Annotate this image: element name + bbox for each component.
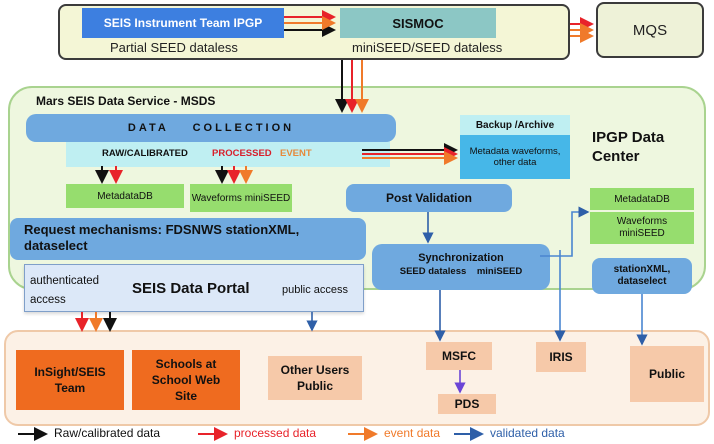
request-mechanisms-label: Request mechanisms: FDSNWS stationXML, d… bbox=[24, 222, 300, 253]
insight-seis-team-box: InSight/SEIS Team bbox=[16, 350, 124, 410]
waveforms-left-label: Waveforms miniSEED bbox=[191, 192, 291, 204]
legend-event-label: event data bbox=[384, 426, 441, 440]
processed-label: PROCESSED bbox=[212, 148, 272, 159]
schools-box: Schools at School Web Site bbox=[132, 350, 240, 410]
metadatadb-right-box: MetadataDB bbox=[590, 188, 694, 210]
post-validation-label: Post Validation bbox=[385, 191, 472, 205]
pds-label: PDS bbox=[454, 397, 480, 411]
msfc-label: MSFC bbox=[442, 349, 476, 363]
ipgp-data-center-title: IPGP Data Center bbox=[592, 129, 665, 165]
msfc-box: MSFC bbox=[426, 342, 492, 370]
partial-seed-label: Partial SEED dataless bbox=[110, 40, 238, 55]
other-users-box: Other Users Public bbox=[268, 356, 362, 400]
stationxml-label: stationXML, dataselect bbox=[613, 264, 671, 287]
data-collection-label: DATA COLLECTION bbox=[127, 122, 295, 134]
sismoc-label: SISMOC bbox=[392, 15, 444, 31]
iris-label: IRIS bbox=[549, 350, 573, 364]
msds-title: Mars SEIS Data Service - MSDS bbox=[36, 94, 216, 108]
iris-box: IRIS bbox=[536, 342, 586, 372]
post-validation-box: Post Validation bbox=[346, 184, 512, 212]
synchronization-sub-label: SEED dataless miniSEED bbox=[399, 266, 523, 277]
backup-archive-box: Metadata waveforms, other data bbox=[460, 135, 570, 179]
mqs-box: MQS bbox=[596, 2, 704, 58]
backup-archive-title-box: Backup /Archive bbox=[460, 115, 570, 135]
public-box: Public bbox=[630, 346, 704, 402]
raw-calibrated-label: RAW/CALIBRATED bbox=[102, 148, 188, 159]
legend-validated-label: validated data bbox=[490, 426, 565, 440]
seis-data-portal-box bbox=[24, 264, 364, 312]
authenticated-access-label: authenticated access bbox=[30, 275, 100, 306]
seis-data-portal-title: SEIS Data Portal bbox=[132, 280, 250, 297]
backup-archive-title: Backup /Archive bbox=[475, 119, 555, 131]
waveforms-right-box: Waveforms miniSEED bbox=[590, 212, 694, 244]
backup-archive-body: Metadata waveforms, other data bbox=[469, 146, 561, 168]
sismoc-box: SISMOC bbox=[340, 8, 496, 38]
insight-seis-team-label: InSight/SEIS Team bbox=[34, 365, 106, 395]
schools-label: Schools at School Web Site bbox=[151, 357, 221, 403]
public-access-label: public access bbox=[282, 284, 349, 296]
seis-instrument-team-box: SEIS Instrument Team IPGP bbox=[82, 8, 284, 38]
synchronization-label: Synchronization bbox=[418, 252, 504, 264]
data-collection-box: DATA COLLECTION bbox=[26, 114, 396, 142]
metadatadb-left-box: MetadataDB bbox=[66, 184, 184, 208]
waveforms-right-label: Waveforms miniSEED bbox=[616, 216, 668, 239]
sismoc-sub-label: miniSEED/SEED dataless bbox=[352, 40, 503, 55]
mqs-label: MQS bbox=[632, 21, 668, 39]
legend-processed-label: processed data bbox=[234, 426, 317, 440]
pds-box: PDS bbox=[438, 394, 496, 414]
other-users-label: Other Users Public bbox=[280, 363, 350, 393]
seis-instrument-team-label: SEIS Instrument Team IPGP bbox=[103, 16, 263, 30]
stationxml-box: stationXML, dataselect bbox=[592, 258, 692, 294]
legend-raw-label: Raw/calibrated data bbox=[54, 426, 161, 440]
arrow-sync-to-right-db bbox=[540, 206, 590, 257]
public-label: Public bbox=[648, 367, 685, 381]
synchronization-box: Synchronization SEED dataless miniSEED bbox=[372, 244, 550, 290]
request-mechanisms-box: Request mechanisms: FDSNWS stationXML, d… bbox=[10, 218, 366, 260]
metadatadb-right-label: MetadataDB bbox=[614, 193, 670, 205]
metadatadb-left-label: MetadataDB bbox=[97, 190, 153, 202]
data-collection-band bbox=[66, 141, 390, 167]
event-label: EVENT bbox=[280, 148, 312, 159]
waveforms-left-box: Waveforms miniSEED bbox=[190, 184, 292, 212]
